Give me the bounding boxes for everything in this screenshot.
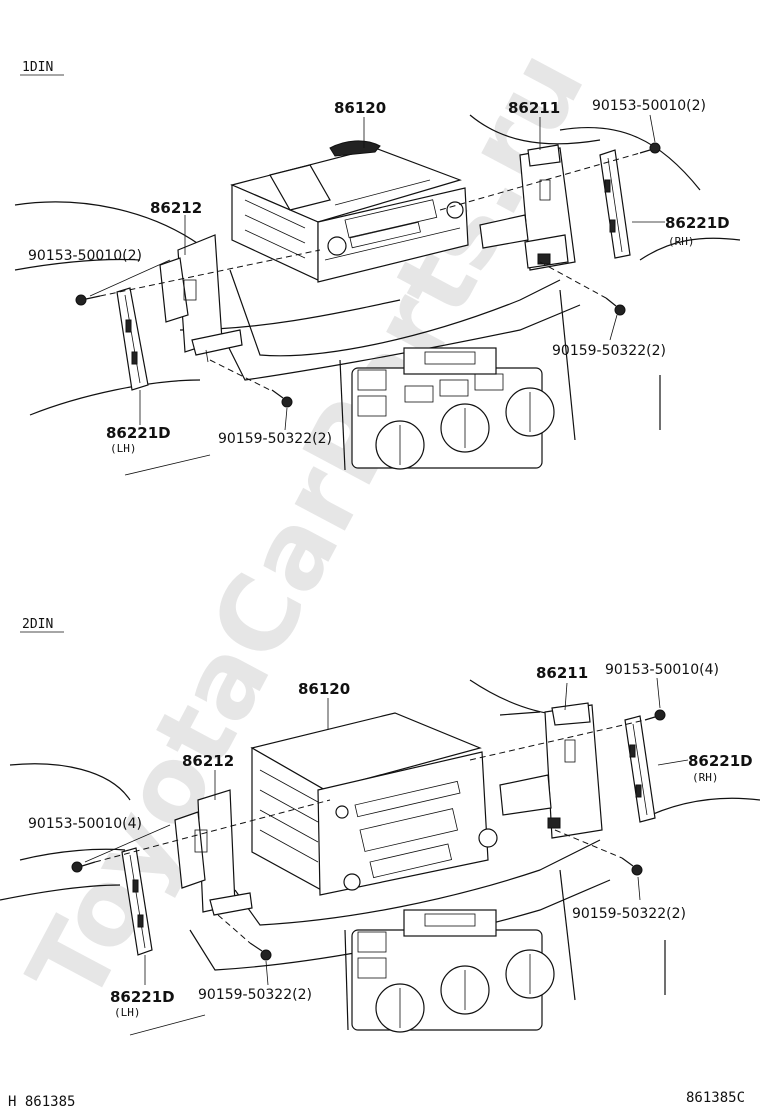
label-86221d-lh-1din: 86221D: [106, 424, 171, 442]
footer-right-code: 861385C: [686, 1090, 745, 1106]
label-screw-lower-lh-1din: 90159-50322(2): [218, 431, 332, 447]
bracket-lh-2din: [174, 789, 253, 916]
label-86120-1din: 86120: [334, 99, 386, 117]
audio-unit-2din: [250, 712, 498, 896]
dashboard-1din: [14, 114, 741, 476]
label-86211-1din: 86211: [508, 99, 560, 117]
section-heading-1din: 1DIN: [22, 60, 53, 75]
label-rh-1din: (RH): [668, 235, 695, 248]
side-panel-lh-2din: [121, 847, 153, 956]
label-screw-upper-lh-1din: 90153-50010(2): [28, 248, 142, 264]
label-lh-1din: (LH): [110, 442, 137, 455]
screw-lower-lh-1din: [271, 389, 293, 408]
footer-left-code: H 861385: [8, 1094, 75, 1110]
screw-lower-lh-2din: [249, 942, 272, 961]
screw-upper-lh-1din: [75, 294, 101, 306]
bracket-lh-1din: [159, 234, 243, 363]
label-86221d-lh-2din: 86221D: [110, 988, 175, 1006]
screw-lower-rh-1din: [605, 297, 626, 316]
section-1din: 1DIN: [14, 60, 741, 476]
section-heading-2din: 2DIN: [22, 617, 53, 632]
label-86221d-rh-1din: 86221D: [665, 214, 730, 232]
label-screw-upper-rh-2din: 90153-50010(4): [605, 662, 719, 678]
label-screw-upper-lh-2din: 90153-50010(4): [28, 816, 142, 832]
side-panel-lh-1din: [116, 287, 149, 391]
label-86212-2din: 86212: [182, 752, 234, 770]
screw-lower-rh-2din: [621, 857, 643, 876]
side-panel-rh-2din: [624, 715, 656, 823]
bracket-rh-2din: [499, 702, 603, 839]
label-86120-2din: 86120: [298, 680, 350, 698]
audio-unit-1din: [230, 140, 469, 283]
label-86212-1din: 86212: [150, 199, 202, 217]
label-86221d-rh-2din: 86221D: [688, 752, 753, 770]
label-86211-2din: 86211: [536, 664, 588, 682]
screw-upper-rh-1din: [639, 142, 661, 154]
label-screw-lower-rh-1din: 90159-50322(2): [552, 343, 666, 359]
screw-upper-lh-2din: [71, 861, 96, 873]
label-screw-upper-rh-1din: 90153-50010(2): [592, 98, 706, 114]
label-lh-2din: (LH): [114, 1006, 141, 1019]
label-rh-2din: (RH): [692, 771, 719, 784]
side-panel-rh-1din: [599, 149, 631, 259]
label-screw-lower-lh-2din: 90159-50322(2): [198, 987, 312, 1003]
label-screw-lower-rh-2din: 90159-50322(2): [572, 906, 686, 922]
screw-upper-rh-2din: [644, 709, 666, 721]
section-2din: 2DIN: [0, 617, 760, 1036]
dashboard-2din: [0, 679, 760, 1036]
bracket-rh-1din: [479, 144, 576, 271]
